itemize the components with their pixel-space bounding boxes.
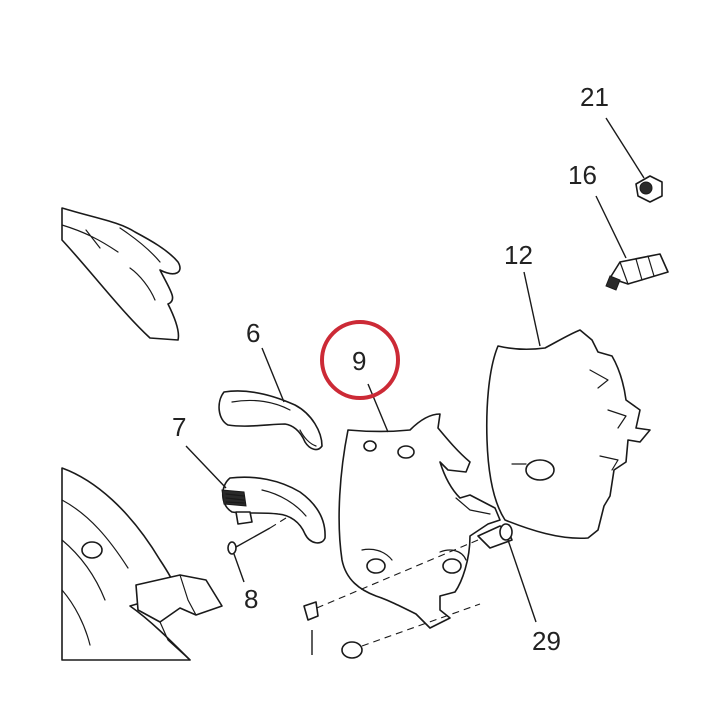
- callout-12: 12: [504, 240, 533, 270]
- part-12-panel: [485, 329, 651, 540]
- callout-6: 6: [246, 318, 260, 348]
- part-29-fasteners: [303, 523, 513, 659]
- cover-part-bottom-left: [61, 467, 223, 661]
- leader-8: [233, 553, 245, 583]
- callout-29: 29: [532, 626, 561, 656]
- leader-29: [507, 539, 537, 623]
- leader-lines: [185, 117, 645, 623]
- leader-16: [595, 195, 627, 259]
- fender-part-top-left: [61, 207, 181, 341]
- callout-9: 9: [352, 346, 366, 376]
- part-7: [221, 476, 326, 544]
- callout-7: 7: [172, 412, 186, 442]
- leader-9: [367, 383, 389, 433]
- part-21-nut: [635, 175, 663, 203]
- part-16-bolt: [605, 253, 669, 291]
- part-8-screw: [227, 517, 287, 555]
- leader-7: [185, 445, 227, 489]
- callout-highlight-ring: [320, 320, 400, 400]
- leader-21: [605, 117, 645, 179]
- leader-6: [261, 347, 285, 403]
- part-6: [218, 390, 323, 451]
- callout-16: 16: [568, 160, 597, 190]
- part-9-bracket: [338, 413, 501, 629]
- callout-21: 21: [580, 82, 609, 112]
- leader-12: [523, 271, 541, 347]
- callout-8: 8: [244, 584, 258, 614]
